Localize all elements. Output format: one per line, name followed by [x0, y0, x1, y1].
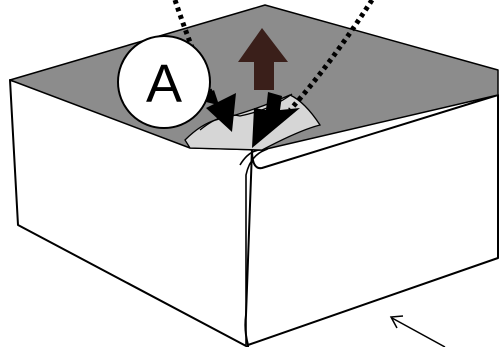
pointer-line — [391, 317, 446, 347]
down-arrow-left — [198, 90, 236, 132]
up-arrow — [238, 28, 288, 90]
label-a-circle — [117, 35, 211, 129]
label-a-text: A — [146, 54, 182, 114]
dotted-line-right — [288, 0, 375, 112]
pointer-arrowhead — [389, 315, 404, 329]
down-arrow-right — [252, 92, 300, 148]
